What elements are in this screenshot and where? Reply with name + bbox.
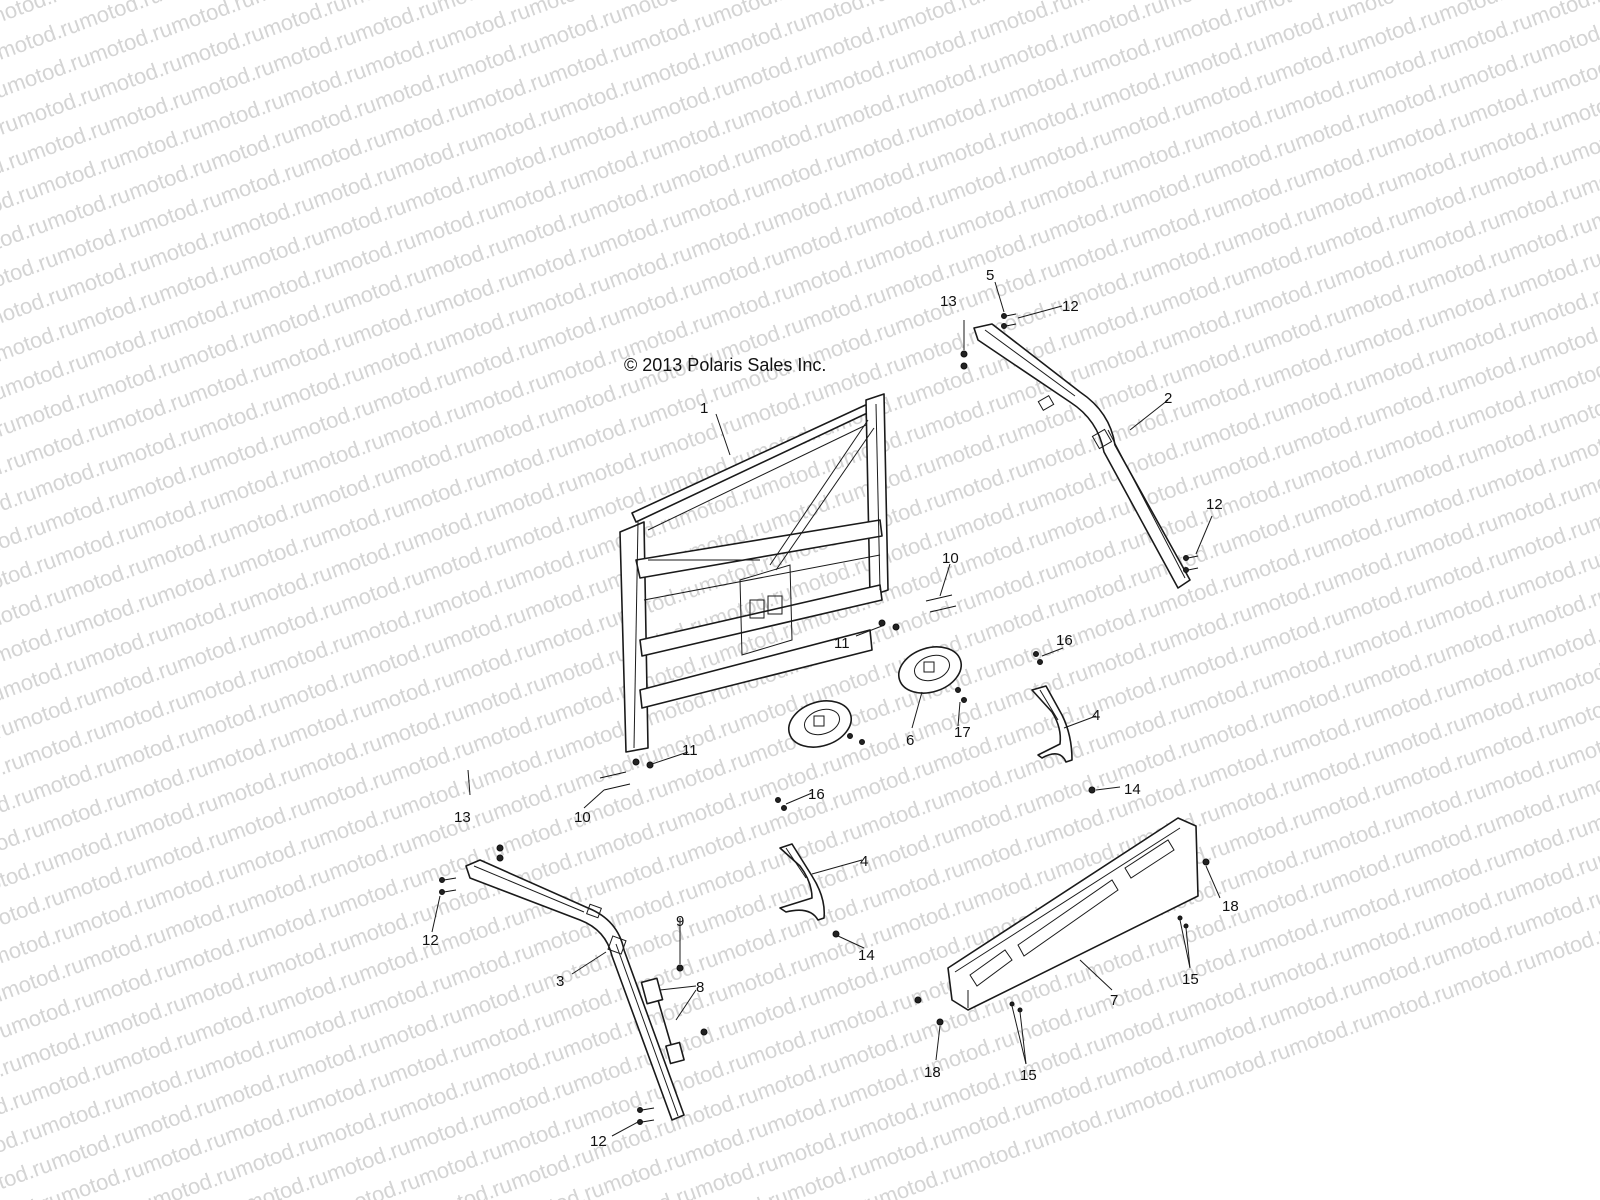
callout-17: 17: [954, 724, 971, 741]
part-8-strap-link: [640, 977, 685, 1065]
callout-9: 9: [676, 913, 684, 930]
callout-4-lower: 4: [860, 853, 868, 870]
copyright-text: © 2013 Polaris Sales Inc.: [624, 355, 826, 375]
callout-labels: 1 2 3 4 4 5 6 7 8 9 10 10 11 11 12 12 12…: [422, 267, 1239, 1150]
callout-12-left: 12: [422, 932, 439, 949]
callout-13-top: 13: [940, 293, 957, 310]
callout-13-lower: 13: [454, 809, 471, 826]
callout-12-right: 12: [1206, 496, 1223, 513]
part-1-rear-frame: [619, 393, 889, 753]
part-6-lamp-left: [788, 700, 852, 748]
callout-8: 8: [696, 979, 704, 996]
part-3-left-roll-bar: [465, 859, 685, 1121]
part-4-lower-brace: [779, 843, 826, 921]
callout-10-lower: 10: [574, 809, 591, 826]
part-2-right-roll-bar: [973, 323, 1191, 589]
callout-14-upper: 14: [1124, 781, 1141, 798]
part-4-upper-brace: [1031, 685, 1073, 763]
callout-11-lower: 11: [682, 742, 698, 759]
callout-10-upper: 10: [942, 550, 959, 567]
callout-18-bottom: 18: [924, 1064, 941, 1081]
leader-lines: [431, 281, 1221, 1137]
callout-11-upper: 11: [834, 635, 850, 652]
part-6-lamp-right: [898, 646, 962, 694]
callout-3: 3: [556, 973, 564, 990]
hardware-fasteners: [439, 313, 1210, 1125]
callout-18-right: 18: [1222, 898, 1239, 915]
callout-15-right: 15: [1182, 971, 1199, 988]
callout-12-top: 12: [1062, 298, 1079, 315]
callout-12-bottom: 12: [590, 1133, 607, 1150]
callout-16-upper: 16: [1056, 632, 1073, 649]
part-7-rear-panel: [947, 817, 1199, 1011]
callout-6: 6: [906, 732, 914, 749]
callout-5: 5: [986, 267, 994, 284]
callout-7: 7: [1110, 992, 1118, 1009]
callout-4-upper: 4: [1092, 707, 1100, 724]
callout-15-bottom: 15: [1020, 1067, 1037, 1084]
callout-1: 1: [700, 400, 708, 417]
callout-2: 2: [1164, 390, 1172, 407]
callout-16-lower: 16: [808, 786, 825, 803]
callout-14-lower: 14: [858, 947, 875, 964]
